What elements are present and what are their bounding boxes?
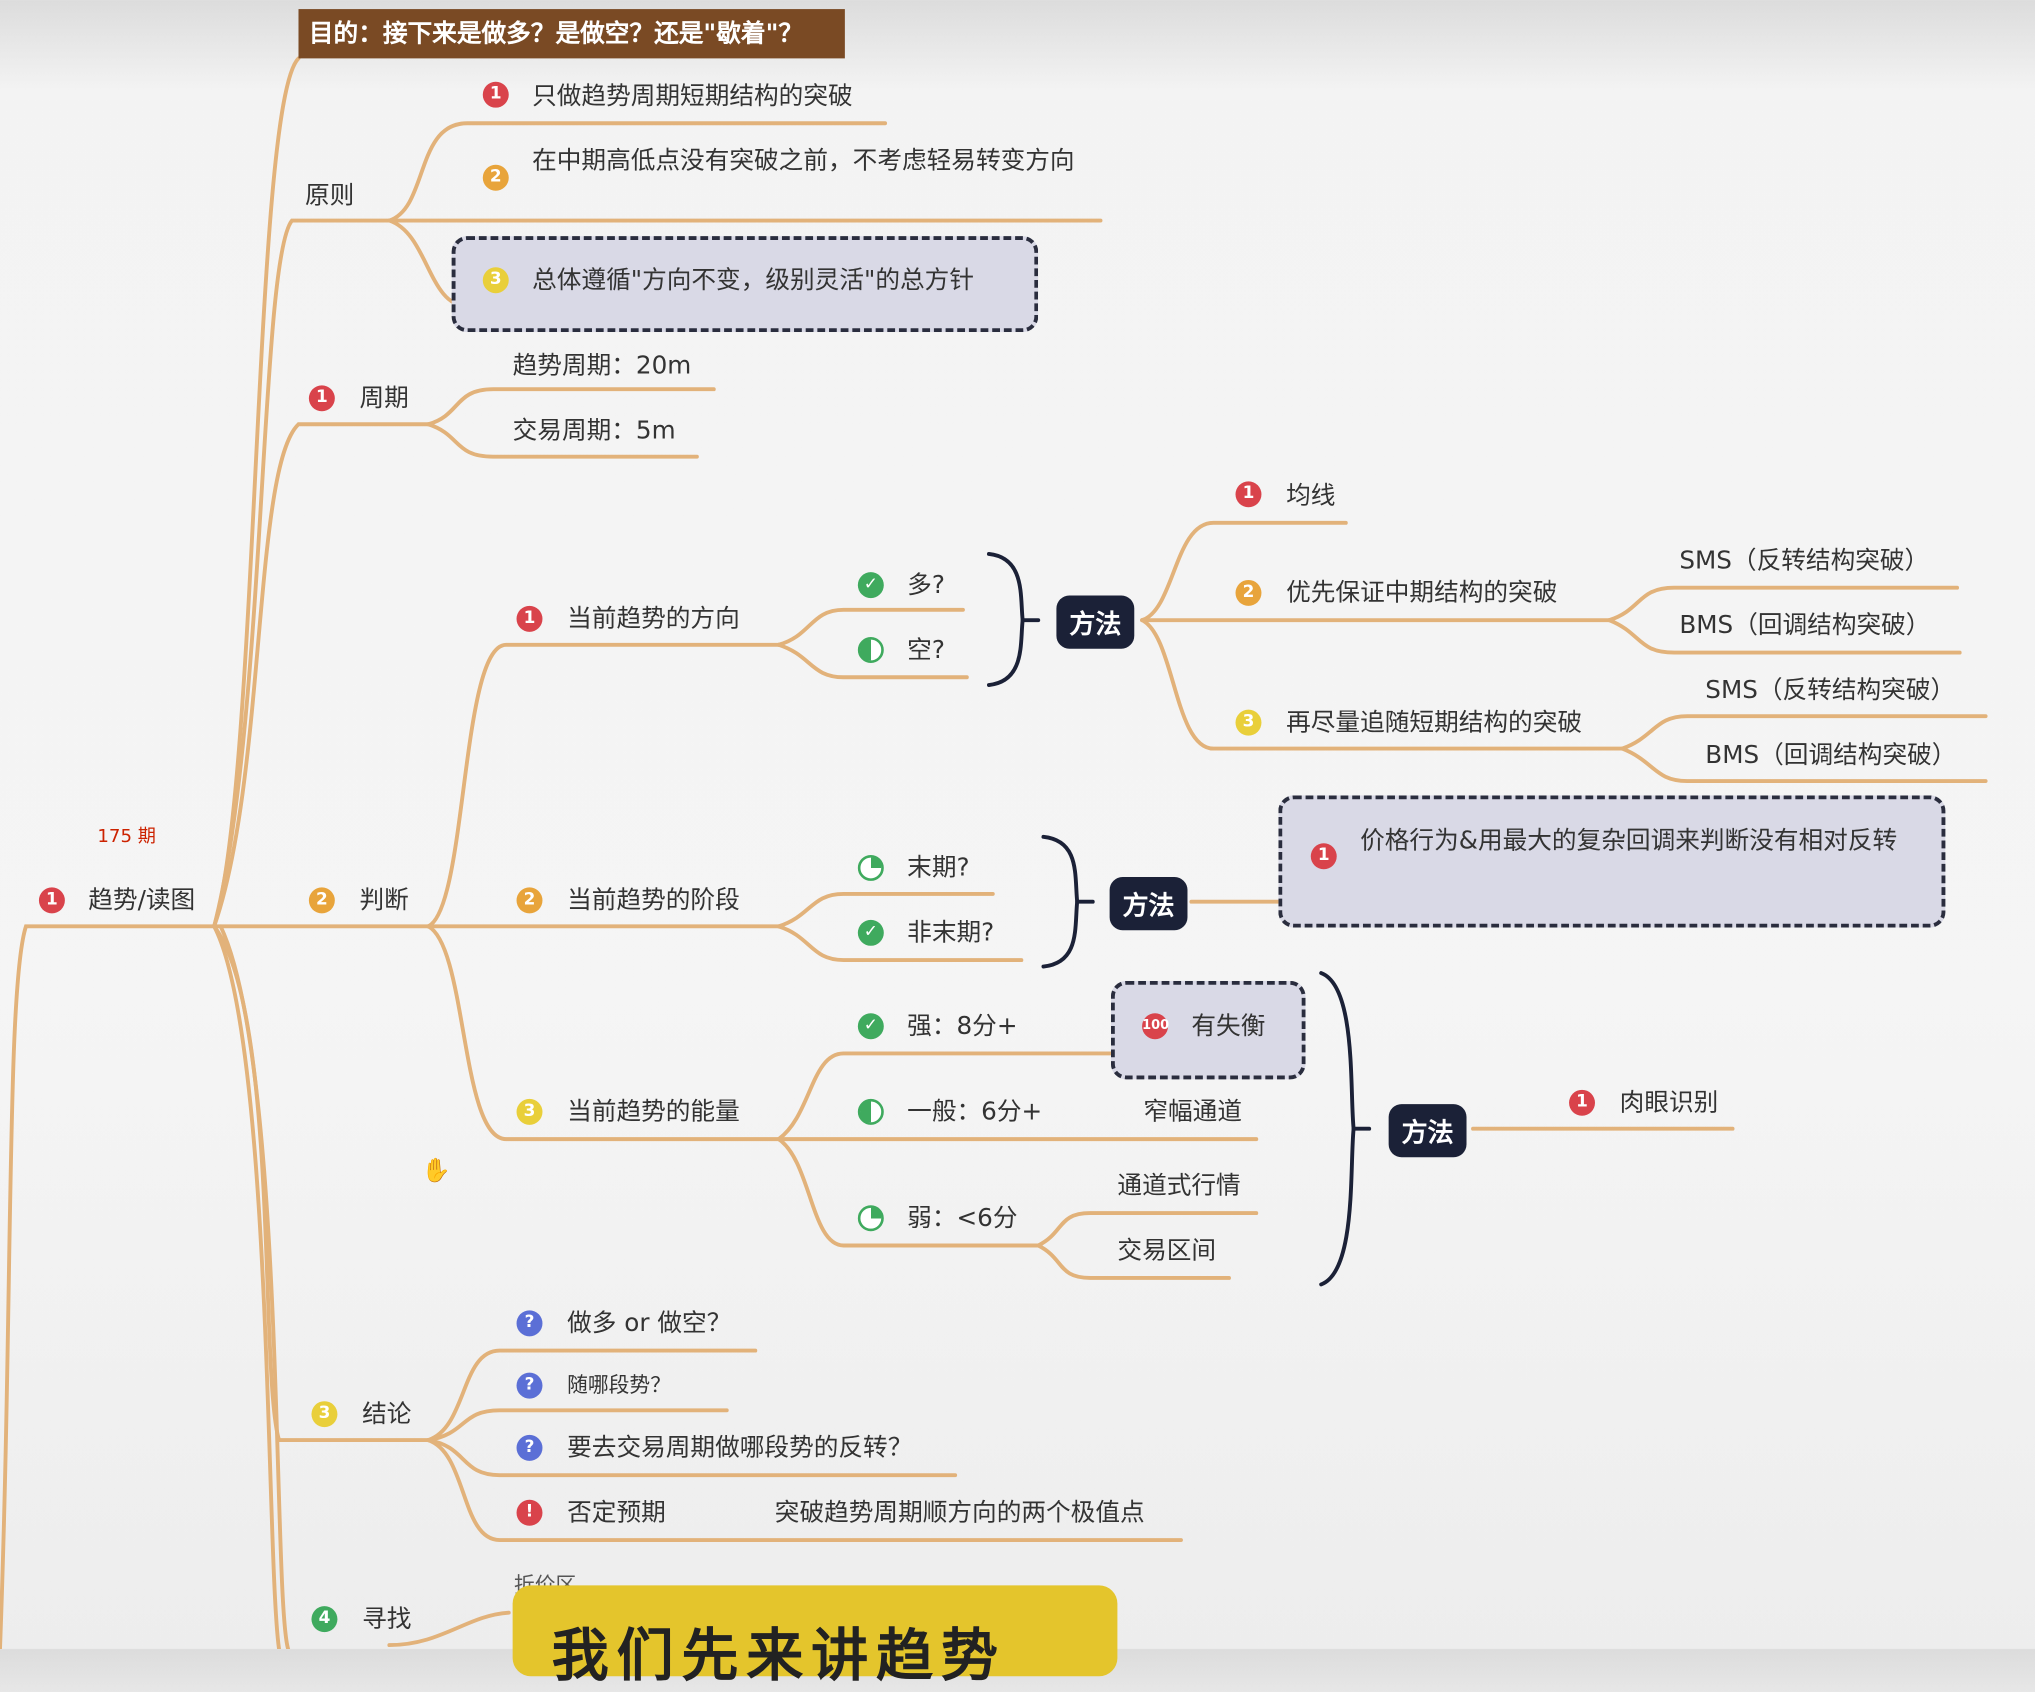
quarter-circle-icon [857,1205,884,1232]
weak-option[interactable]: 弱：<6分 [907,1203,1018,1233]
number-one-icon: 1 [1569,1089,1595,1116]
number-three-icon: 3 [1235,709,1262,736]
trade-cycle-item[interactable]: 交易周期：5m [512,416,676,446]
bms-item-2[interactable]: BMS（回调结构突破） [1705,740,1957,770]
subtitle-text: 我们先来讲趋势 [551,1623,1006,1690]
reversal-question[interactable]: 要去交易周期做哪段势的反转？ [567,1433,913,1463]
half-circle-icon [857,1098,884,1125]
number-two-icon: 2 [516,887,543,914]
hand-cursor-icon: ✋ [421,1157,451,1185]
which-wave-question[interactable]: 随哪段势？ [567,1372,671,1398]
hundred-icon: 100 [1142,1013,1169,1040]
highlight-box [1278,795,1946,928]
method-label-direction[interactable]: 方法 [1056,595,1135,649]
check-icon: ✓ [857,572,884,599]
number-one-icon: 1 [38,887,65,914]
conclusion-node[interactable]: 结论 [362,1399,412,1429]
channel-market-tag[interactable]: 通道式行情 [1117,1171,1241,1201]
half-circle-icon [857,637,884,663]
quarter-circle-icon [857,854,884,881]
number-one-icon: 1 [308,385,335,412]
not-late-option[interactable]: 非末期? [907,918,995,948]
bms-item[interactable]: BMS（回调结构突破） [1679,611,1931,640]
exclamation-icon: ! [516,1499,543,1526]
direction-node[interactable]: 当前趋势的方向 [567,604,740,634]
highlight-box [451,236,1039,333]
negate-detail[interactable]: 突破趋势周期顺方向的两个极值点 [774,1498,1145,1528]
check-icon: ✓ [857,1013,884,1040]
number-four-icon: 4 [311,1606,338,1633]
number-three-icon: 3 [482,267,509,294]
cycle-node[interactable]: 周期 [359,384,409,413]
number-three-icon: 3 [516,1098,543,1125]
principle-item-3[interactable]: 总体遵循"方向不变，级别灵活"的总方针 [532,265,974,295]
trend-cycle-item[interactable]: 趋势周期：20m [512,351,692,381]
narrow-channel-tag[interactable]: 窄幅通道 [1143,1097,1243,1127]
number-one-icon: 1 [1310,843,1337,870]
episode-label: 175 期 [97,826,156,848]
mid-structure-method[interactable]: 优先保证中期结构的突破 [1286,578,1558,608]
principle-item-2[interactable]: 在中期高低点没有突破之前，不考虑轻易转变方向 [532,146,1075,176]
phase-node[interactable]: 当前趋势的阶段 [567,886,740,915]
number-two-icon: 2 [308,887,335,914]
negate-expectation[interactable]: 否定预期 [567,1498,666,1528]
number-two-icon: 2 [1235,579,1262,606]
strong-option[interactable]: 强：8分+ [907,1011,1018,1041]
mindmap-connectors [0,56,1988,1649]
short-option[interactable]: 空? [907,635,945,665]
find-node[interactable]: 寻找 [362,1604,412,1634]
number-three-icon: 3 [311,1401,338,1428]
principles-node[interactable]: 原则 [304,181,355,211]
method-label-phase[interactable]: 方法 [1109,877,1188,931]
long-or-short-question[interactable]: 做多 or 做空？ [567,1309,732,1338]
check-icon: ✓ [857,919,884,946]
number-one-icon: 1 [516,605,543,632]
price-action-method[interactable]: 价格行为&用最大的复杂回调来判断没有相对反转 [1360,826,1898,855]
principle-item-1[interactable]: 只做趋势周期短期结构的突破 [532,81,853,111]
question-icon: ? [516,1372,543,1399]
goal-title: 目的：接下来是做多？是做空？还是"歇着"？ [298,9,845,59]
energy-node[interactable]: 当前趋势的能量 [567,1097,740,1127]
late-option[interactable]: 末期? [907,853,970,883]
question-icon: ? [516,1434,543,1461]
number-one-icon: 1 [1235,481,1262,508]
sms-item[interactable]: SMS（反转结构突破） [1679,546,1930,575]
normal-option[interactable]: 一般：6分+ [907,1097,1043,1127]
question-icon: ? [516,1310,543,1337]
visual-identify-method[interactable]: 肉眼识别 [1619,1088,1719,1118]
short-structure-method[interactable]: 再尽量追随短期结构的突破 [1286,708,1583,737]
method-label-energy[interactable]: 方法 [1388,1104,1467,1158]
number-one-icon: 1 [482,81,509,108]
long-option[interactable]: 多? [907,570,945,600]
sms-item-2[interactable]: SMS（反转结构突破） [1705,675,1956,705]
number-two-icon: 2 [482,164,509,191]
trading-range-tag[interactable]: 交易区间 [1117,1236,1217,1265]
imbalance-tag[interactable]: 有失衡 [1191,1011,1266,1041]
ma-method[interactable]: 均线 [1286,481,1336,510]
root-node[interactable]: 趋势/读图 [88,886,196,915]
judge-node[interactable]: 判断 [359,886,409,915]
